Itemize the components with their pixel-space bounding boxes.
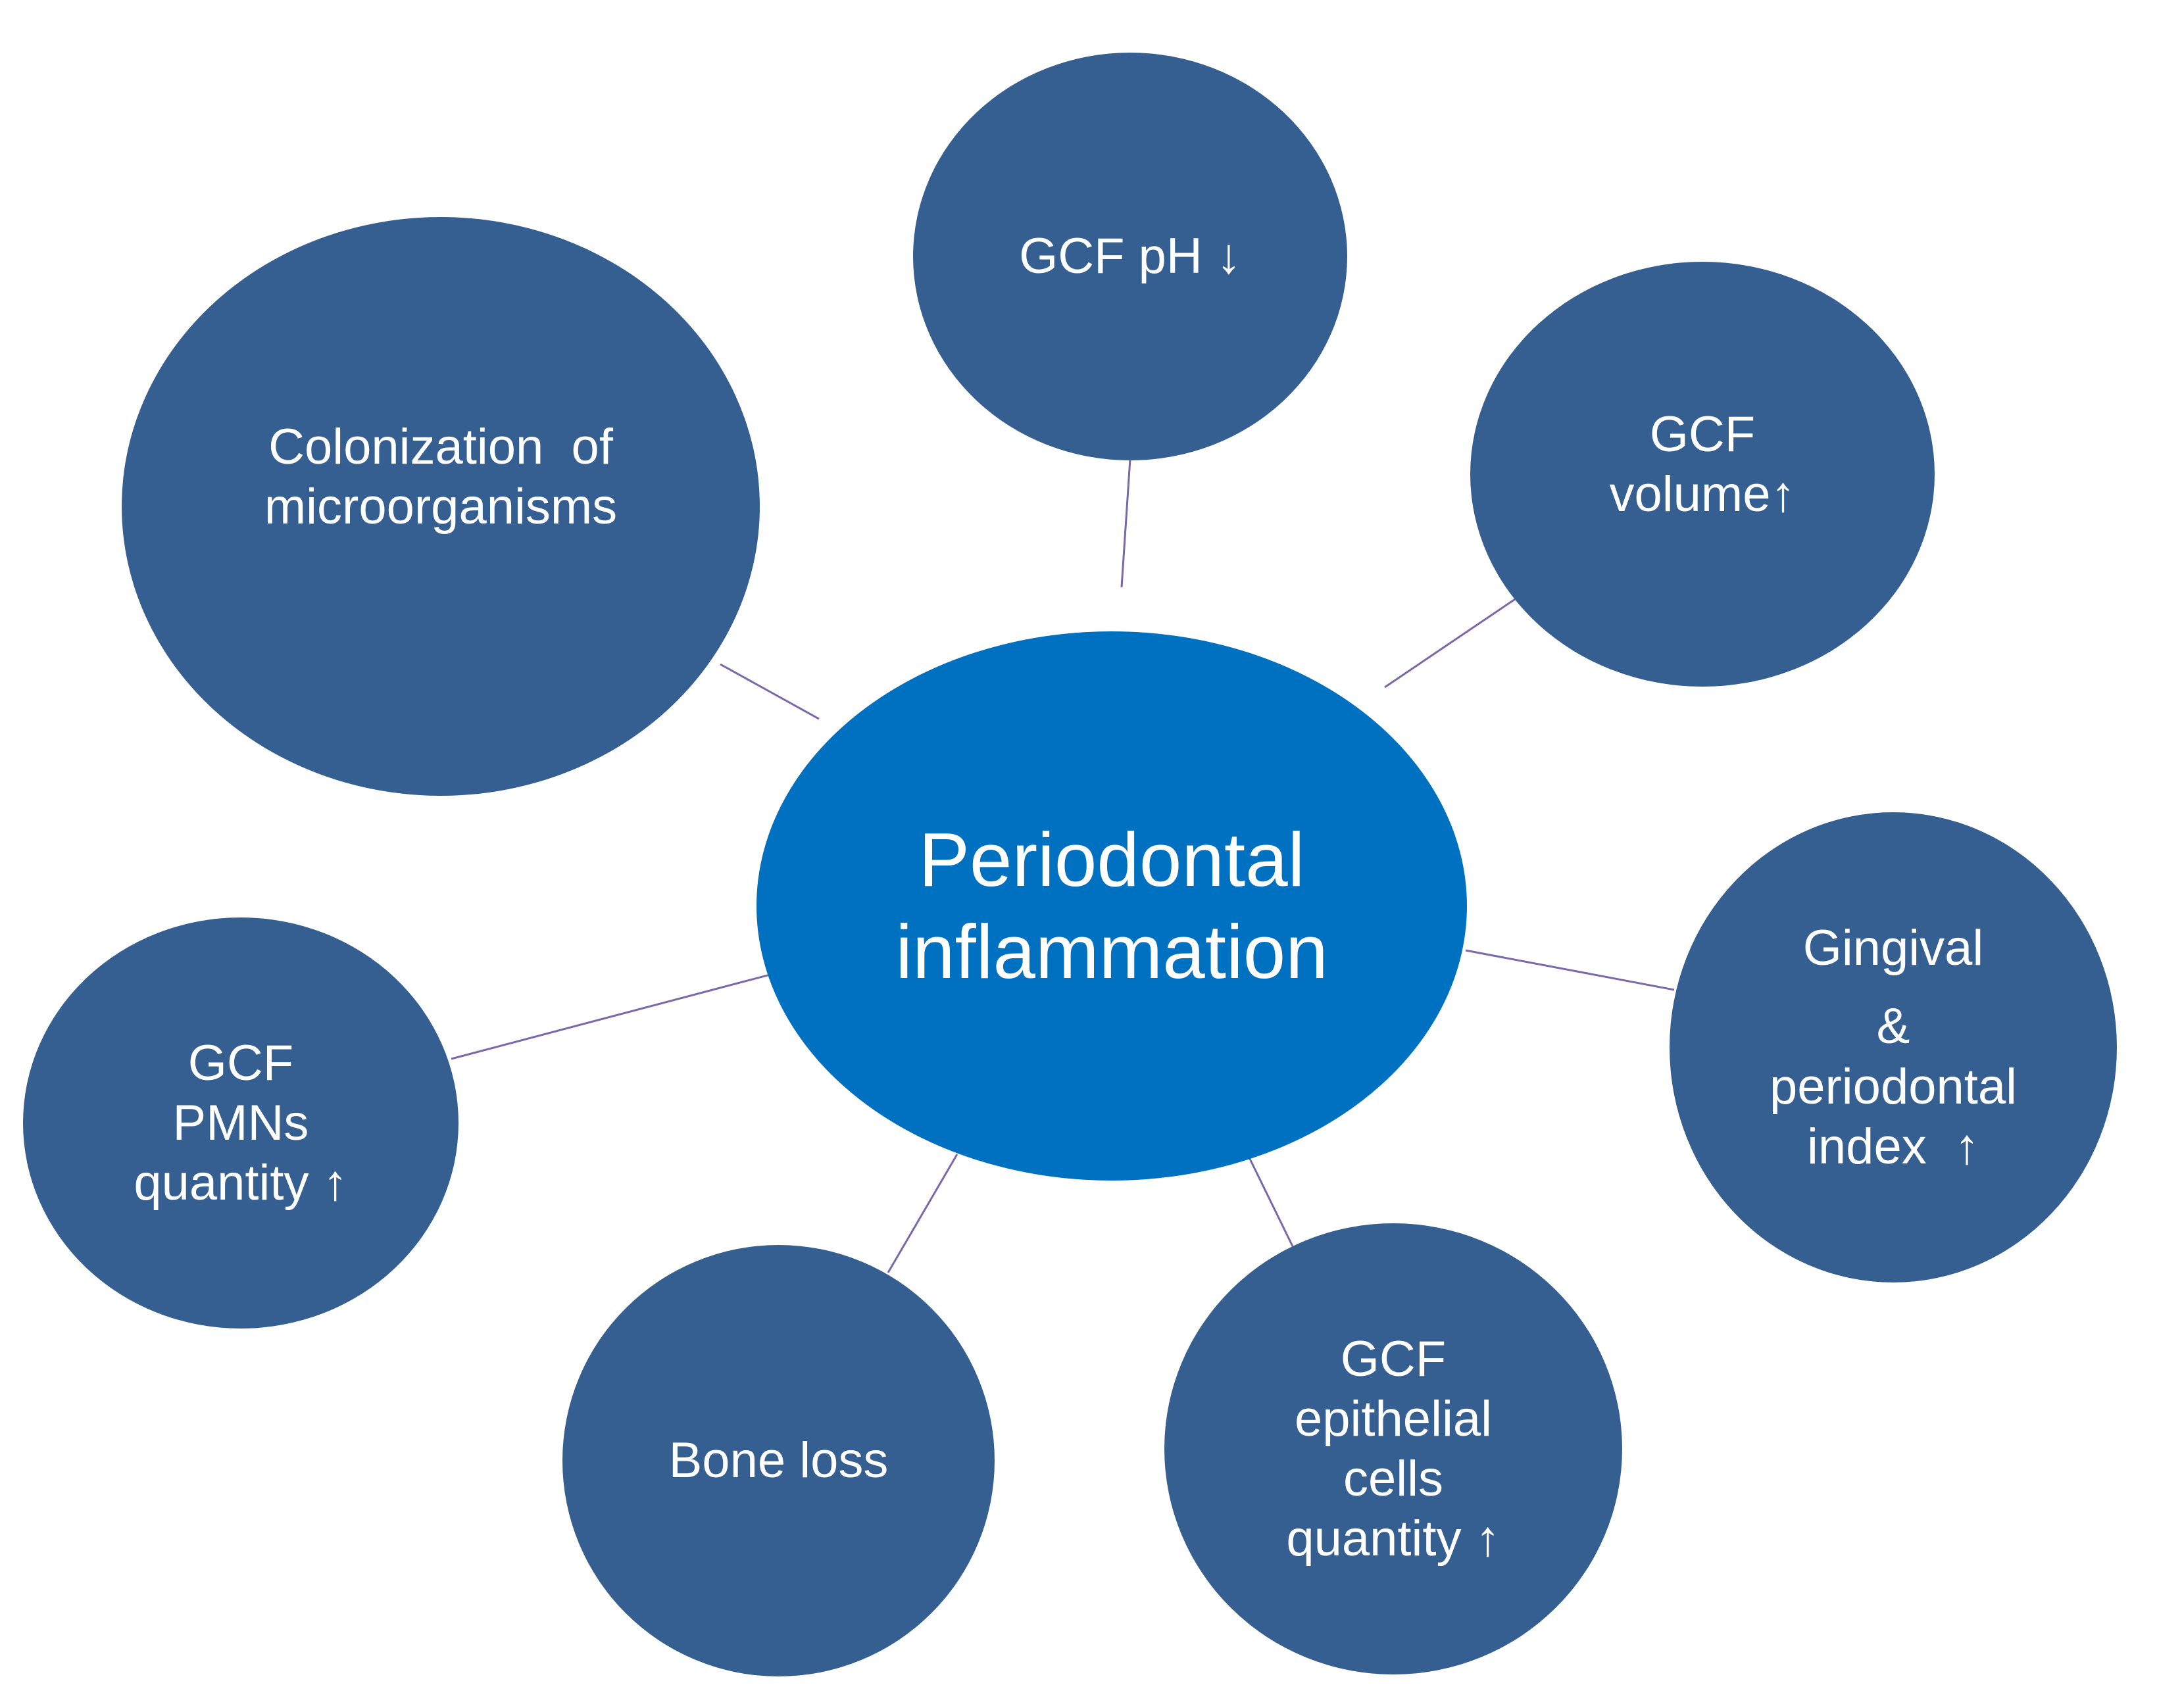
node-text: GCF <box>1649 406 1756 462</box>
connector-gingiv <box>1465 949 1675 991</box>
node-text: Bone loss <box>668 1432 889 1489</box>
node-text: periodontal <box>1769 1058 2018 1115</box>
node-text: volume↑ <box>1609 466 1796 522</box>
node-text: epithelial <box>1295 1390 1492 1447</box>
node-gcf-pmns: GCF PMNs quantity ↑ <box>23 917 459 1329</box>
node-text: quantity ↑ <box>134 1155 348 1211</box>
node-text: inflammation <box>895 908 1328 994</box>
node-gcf-ph: GCF pH ↓ <box>913 53 1347 460</box>
node-text: index ↑ <box>1807 1118 1979 1175</box>
node-colonization: Colonization of microorganisms <box>122 217 760 796</box>
connector-epith <box>1249 1158 1294 1247</box>
node-text: GCF <box>187 1035 294 1091</box>
node-text: cells <box>1343 1451 1444 1507</box>
node-text: GCF <box>1340 1330 1447 1387</box>
node-bone-loss: Bone loss <box>562 1245 995 1676</box>
node-text: PMNs <box>172 1094 309 1151</box>
node-text: Colonization of <box>268 418 613 475</box>
node-text: quantity ↑ <box>1286 1511 1500 1567</box>
connector-volume <box>1384 594 1522 689</box>
central-node-periodontal-inflammation: Periodontal inflammation <box>756 631 1467 1181</box>
connector-pmn <box>451 972 776 1060</box>
connector-bone <box>887 1154 958 1273</box>
node-gcf-volume: GCF volume↑ <box>1470 262 1935 687</box>
node-text: GCF pH ↓ <box>1019 228 1241 285</box>
node-gingival-periodontal-index: Gingival & periodontal index ↑ <box>1670 812 2117 1282</box>
node-text: Periodontal <box>918 817 1305 903</box>
node-text: & <box>1876 998 1910 1055</box>
node-text: microorganisms <box>264 479 618 535</box>
connector-ph <box>1120 458 1131 588</box>
connector-colon <box>720 663 820 720</box>
node-gcf-epithelial-cells: GCF epithelial cells quantity ↑ <box>1164 1223 1622 1674</box>
node-text: Gingival <box>1802 920 1984 977</box>
